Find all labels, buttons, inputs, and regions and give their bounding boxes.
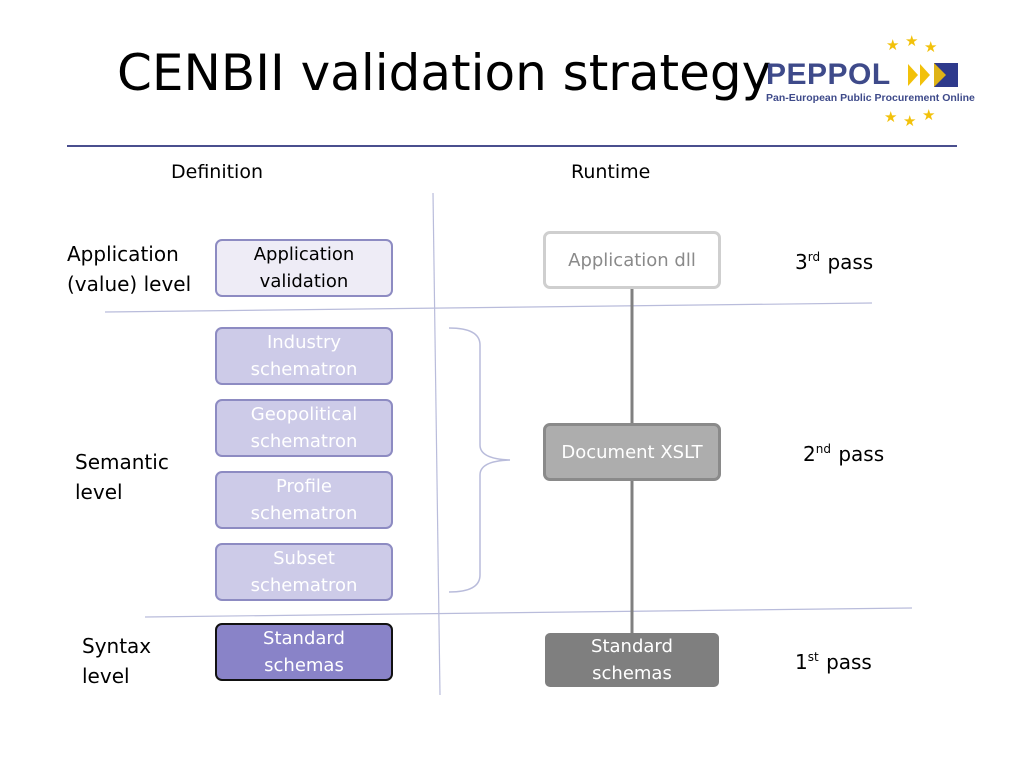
- slide-title: CENBII validation strategy: [117, 44, 772, 102]
- logo-wordmark: PEPPOL: [766, 58, 891, 91]
- logo-star-icon: ★: [924, 38, 938, 56]
- pass-label-third: 3rd pass: [795, 250, 874, 274]
- level-label-application: Application(value) level: [67, 242, 192, 296]
- column-header-runtime: Runtime: [571, 161, 651, 183]
- title-divider: [67, 145, 957, 147]
- logo-star-icon: ★: [884, 108, 898, 126]
- logo-arrows-icon: [908, 63, 958, 87]
- semantic-brace: [448, 327, 511, 593]
- logo-star-icon: ★: [886, 36, 900, 54]
- vertical-divider: [432, 192, 441, 696]
- runtime-box-application-dll: Application dll: [543, 231, 721, 289]
- peppol-logo: ★ ★ ★ ★ ★ ★: [760, 34, 965, 129]
- logo-star-icon: ★: [922, 106, 936, 124]
- column-header-definition: Definition: [171, 161, 264, 183]
- logo-star-icon: ★: [905, 32, 919, 50]
- runtime-box-document-xslt: Document XSLT: [543, 423, 721, 481]
- divider-application-semantic: [104, 302, 873, 313]
- logo-star-icon: ★: [903, 112, 917, 130]
- logo-tagline: Pan-European Public Procurement Online: [766, 92, 975, 104]
- divider-semantic-syntax: [144, 607, 913, 618]
- pass-label-first: 1st pass: [795, 650, 872, 674]
- pass-label-second: 2nd pass: [803, 442, 885, 466]
